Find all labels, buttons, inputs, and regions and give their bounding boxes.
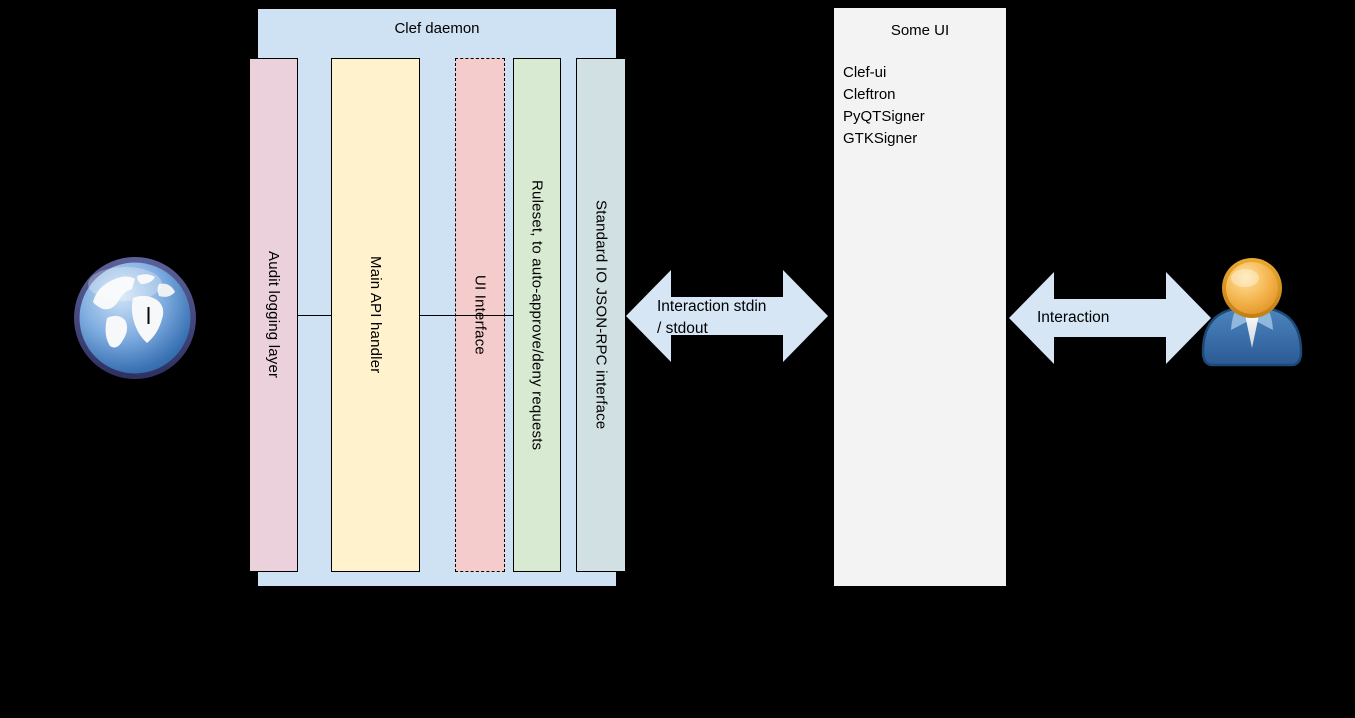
layer-ruleset-label: Ruleset, to auto-approve/deny requests [528,179,546,451]
some-ui-item: PyQTSigner [843,108,925,125]
user-icon-svg [1201,258,1303,367]
some-ui-title: Some UI [890,22,950,39]
some-ui-item: GTKSigner [843,130,918,147]
some-ui-box [833,7,1007,587]
double-arrow-icon [1009,272,1211,364]
some-ui-list: Clef-ui Cleftron PyQTSigner GTKSigner [843,62,1001,150]
connector-line-api-ruleset [420,315,513,316]
layer-audit-logging: Audit logging layer [249,58,298,572]
arrow-label-line2: / stdout [657,320,708,337]
globe-marker-line [147,307,150,324]
layer-main-api-handler: Main API handler [331,58,420,572]
arrow-someui-user [1009,271,1211,365]
clef-daemon-box [257,8,617,587]
some-ui-item: Clef-ui [843,64,887,81]
clef-daemon-title: Clef daemon [394,20,480,37]
layer-main-api-handler-label: Main API handler [367,256,384,374]
arrow-daemon-someui [626,269,828,363]
globe-icon [73,256,197,380]
double-arrow-icon [626,270,828,362]
layer-stdio-jsonrpc-label: Standard IO JSON-RPC interface [592,200,610,430]
user-icon [1200,256,1304,368]
layer-ruleset: Ruleset, to auto-approve/deny requests [513,58,561,572]
globe-icon-svg [74,257,196,379]
connector-line-audit-api [298,315,331,316]
arrow-daemon-someui-label: Interaction stdin / stdout [657,296,766,340]
layer-audit-logging-label: Audit logging layer [265,251,282,379]
some-ui-item: Cleftron [843,86,896,103]
layer-stdio-jsonrpc: Standard IO JSON-RPC interface [576,58,626,572]
arrow-label-line1: Interaction stdin [657,298,767,315]
arrow-someui-user-label: Interaction [1037,309,1110,326]
